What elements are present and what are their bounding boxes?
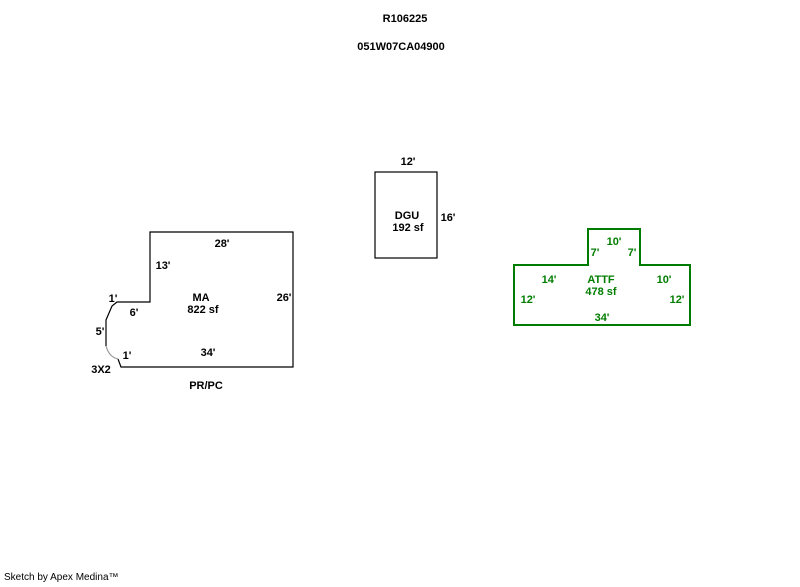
- ma-dim-top: 28': [214, 238, 230, 250]
- attf-building-outline: [513, 228, 691, 326]
- ma-dim-left-upper: 13': [155, 260, 171, 272]
- ma-dim-jog-small-upper: 1': [108, 293, 118, 305]
- ma-building-outline: [105, 231, 294, 368]
- ma-dim-right: 26': [276, 292, 292, 304]
- sketch-credit: Sketch by Apex Medina™: [4, 572, 119, 583]
- attf-dim-bump-left: 7': [590, 247, 600, 259]
- dgu-building-outline: [374, 171, 438, 259]
- ma-corner-cut-label: 3X2: [91, 364, 111, 376]
- attf-dim-shoulder-left: 14': [541, 274, 557, 286]
- ma-use-code: PR/PC: [189, 380, 223, 392]
- attf-dim-bottom: 34': [594, 312, 610, 324]
- attf-area: 478 sf: [585, 286, 617, 298]
- attf-dim-shoulder-right: 10': [656, 274, 672, 286]
- ma-dim-jog-horizontal: 6': [129, 307, 139, 319]
- ma-dim-left-lower: 5': [95, 326, 105, 338]
- ma-area: 822 sf: [187, 304, 219, 316]
- attf-dim-bump-top: 10': [606, 236, 622, 248]
- ma-dim-bottom: 34': [200, 347, 216, 359]
- ma-name: MA: [192, 292, 210, 304]
- attf-dim-bump-right: 7': [627, 247, 637, 259]
- attf-name: ATTF: [587, 274, 615, 286]
- attf-dim-right: 12': [669, 294, 685, 306]
- dgu-area: 192 sf: [392, 222, 424, 234]
- taxlot-number: 051W07CA04900: [357, 41, 445, 53]
- parcel-id: R106225: [382, 13, 428, 25]
- ma-dim-jog-small-lower: 1': [122, 350, 132, 362]
- ma-corner-cut-line: [105, 345, 119, 360]
- attf-dim-left: 12': [520, 294, 536, 306]
- dgu-name: DGU: [394, 210, 420, 222]
- dgu-dim-top: 12': [400, 156, 416, 168]
- dgu-dim-right: 16': [440, 212, 456, 224]
